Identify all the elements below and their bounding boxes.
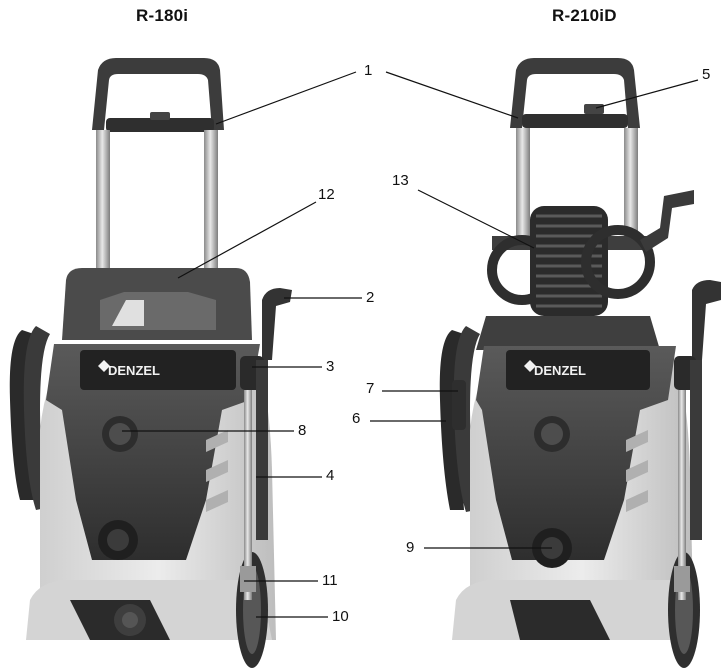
callout-7: 7	[366, 380, 375, 397]
callout-8: 8	[298, 422, 307, 439]
callout-4: 4	[326, 467, 335, 484]
leader-1-left	[215, 71, 357, 125]
left-handle	[92, 58, 224, 130]
right-pressure-washer: DENZEL	[439, 58, 721, 668]
left-model-title: R-180i	[136, 6, 189, 25]
right-hose-reel	[530, 206, 608, 316]
callout-2: 2	[366, 289, 375, 306]
leader-lines	[122, 71, 699, 618]
right-handle	[510, 58, 640, 128]
right-model-title: R-210iD	[552, 6, 617, 25]
right-reel-crank	[640, 190, 694, 252]
callout-11: 11	[322, 572, 338, 589]
left-pressure-washer: DENZEL	[9, 58, 292, 668]
callout-6: 6	[352, 410, 361, 427]
callout-10: 10	[332, 608, 349, 625]
right-front-panel	[476, 346, 676, 560]
right-gun-handle	[692, 280, 721, 360]
left-brand-label: DENZEL	[108, 363, 160, 378]
right-brand-label: DENZEL	[534, 363, 586, 378]
left-tube-left	[96, 130, 110, 290]
leader-12	[177, 201, 317, 279]
right-cable-hook	[452, 380, 466, 430]
callout-12: 12	[318, 186, 335, 203]
leader-5	[595, 79, 699, 109]
left-gun-handle	[262, 288, 292, 360]
callout-13: 13	[392, 172, 409, 189]
callout-1: 1	[364, 62, 373, 79]
leader-13	[417, 189, 535, 249]
leader-1-right	[385, 71, 519, 119]
left-tube-right	[204, 130, 218, 290]
callout-3: 3	[326, 358, 335, 375]
right-handle-lock	[584, 104, 604, 114]
callout-9: 9	[406, 539, 415, 556]
left-nozzle-holder	[240, 566, 256, 592]
left-lance	[256, 360, 268, 540]
callout-5: 5	[702, 66, 711, 83]
left-front-panel	[46, 344, 260, 560]
